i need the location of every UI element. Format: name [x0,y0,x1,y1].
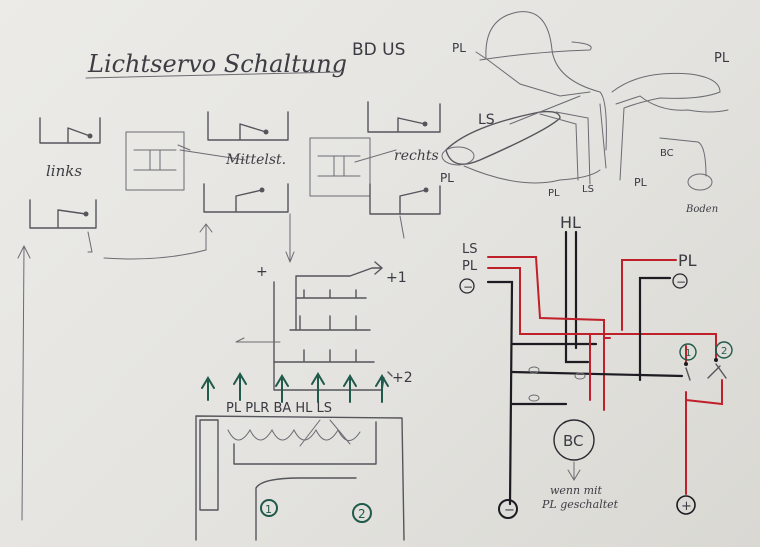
vehicle-pl-bottom: PL [548,188,560,199]
label-plus: + [256,264,268,280]
wiring-schematic [459,230,733,519]
connector-housing [195,415,405,541]
schematic-hl: HL [560,213,581,232]
schematic-circle-2: 2 [721,346,727,357]
vehicle-pl-top-left: PL [452,41,466,55]
connector-block [235,261,393,391]
schematic-note-line2: PL geschaltet [541,498,619,511]
label-plus2: +2 [392,370,413,386]
schematic-minus-right: − [676,275,686,289]
title-suffix: BD US [352,40,405,60]
label-connector-2: 2 [358,507,366,521]
schematic-circle-1: 1 [685,348,691,359]
vehicle-boden: Boden [685,204,718,215]
schematic-pl-left: PL [462,259,478,274]
vehicle-pl-bottom2: PL [634,176,648,189]
vehicle-sketch [441,11,729,191]
label-rechts: rechts [394,148,439,164]
switch-sketches [17,101,441,521]
schematic-minus-bottom: − [504,503,515,518]
vehicle-bc: BC [660,148,674,159]
label-links: links [46,162,82,180]
label-connector-1: 1 [265,503,272,516]
vehicle-pl-tip: PL [440,171,454,185]
schematic-pl-right: PL [678,251,697,270]
title-underline [85,71,341,79]
vehicle-pl-top-right: PL [714,51,730,66]
vehicle-ls: LS [478,112,495,128]
schematic-minus-left: − [463,280,473,294]
schematic-ls: LS [462,242,478,257]
schematic-note-line1: wenn mit [550,484,603,497]
schematic-plus-bottom: + [681,499,692,514]
label-plus1: +1 [386,270,407,286]
label-mittelst: Mittelst. [225,152,286,168]
label-terminal-row: PL PLR BA HL LS [226,401,332,416]
title-text: Lichtservo Schaltung [87,50,347,78]
vehicle-ls-bottom: LS [582,184,594,195]
green-arrows [201,372,389,403]
schematic-bc: BC [563,432,584,450]
